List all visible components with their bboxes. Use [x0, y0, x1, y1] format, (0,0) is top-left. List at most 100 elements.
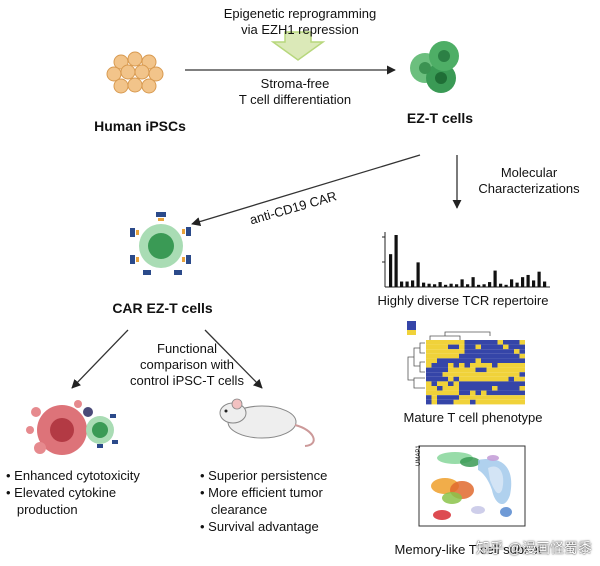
- heatmap-cell: [475, 367, 481, 373]
- heatmap-cell: [470, 358, 476, 363]
- heatmap-cell: [508, 363, 514, 368]
- heatmap-cell: [514, 340, 520, 345]
- heatmap-cell: [497, 399, 503, 405]
- heatmap-cell: [486, 381, 492, 386]
- umap-plot: [418, 445, 526, 527]
- heatmap-cell: [459, 340, 465, 345]
- heatmap-cell: [459, 344, 465, 350]
- heatmap-cell: [514, 363, 520, 368]
- heatmap-cell: [470, 340, 476, 345]
- tcr-bar: [471, 277, 475, 287]
- functional-label-line2: comparison with: [140, 357, 234, 372]
- heatmap-cell: [448, 399, 454, 405]
- heatmap-cell: [503, 395, 509, 400]
- heatmap-cell: [431, 386, 437, 391]
- heatmap-cell: [442, 372, 448, 377]
- heatmap-cell: [508, 340, 514, 345]
- heatmap-cell: [437, 363, 443, 368]
- heatmap-cell: [514, 353, 520, 359]
- heatmap-cell: [486, 399, 492, 405]
- heatmap-cell: [459, 372, 465, 377]
- heatmap-cell: [437, 399, 443, 405]
- heatmap-cell: [481, 390, 487, 396]
- ipsc-cluster-icon: [106, 51, 164, 94]
- heatmap-cell: [448, 349, 454, 354]
- heatmap-cell: [519, 353, 525, 359]
- tcr-bar: [482, 284, 486, 287]
- heatmap-cell: [508, 386, 514, 391]
- heatmap-cell: [514, 381, 520, 386]
- heatmap-cell: [453, 349, 459, 354]
- heatmap-cell: [470, 376, 476, 382]
- heatmap-cell: [431, 358, 437, 363]
- heatmap-cell: [442, 353, 448, 359]
- tcr-bar: [499, 283, 503, 287]
- heatmap-cell: [464, 390, 470, 396]
- heatmap-cell: [492, 372, 498, 377]
- heatmap-cell: [431, 340, 437, 345]
- heatmap-cell: [514, 376, 520, 382]
- heatmap-cell: [508, 353, 514, 359]
- heatmap-cell: [508, 390, 514, 396]
- heatmap-cell: [448, 395, 454, 400]
- tcr-bar: [411, 280, 415, 287]
- heatmap-cell: [442, 399, 448, 405]
- heatmap-cell: [519, 344, 525, 350]
- tcr-bar: [449, 283, 453, 287]
- heatmap-cell: [497, 386, 503, 391]
- heatmap-cell: [459, 386, 465, 391]
- heatmap-cell: [514, 344, 520, 350]
- heatmap-cell: [492, 399, 498, 405]
- heatmap-cell: [442, 386, 448, 391]
- tcr-bar: [488, 282, 492, 287]
- heatmap-cell: [453, 390, 459, 396]
- heatmap-cell: [464, 367, 470, 373]
- heatmap-cell: [519, 376, 525, 382]
- heatmap-cell: [486, 349, 492, 354]
- heatmap-cell: [459, 381, 465, 386]
- tcr-bar: [521, 277, 525, 287]
- stroma-label-line1: Stroma-free: [260, 76, 330, 91]
- heatmap-cell: [492, 340, 498, 345]
- heatmap-cell: [508, 395, 514, 400]
- heatmap-cell: [514, 395, 520, 400]
- stroma-label-line2: T cell differentiation: [238, 92, 352, 107]
- heatmap-cell: [486, 340, 492, 345]
- heatmap-cell: [431, 376, 437, 382]
- tcr-bar: [422, 282, 426, 287]
- epigenetic-label: Epigenetic reprogramming via EZH1 repres…: [195, 6, 405, 38]
- heatmap-cell: [497, 349, 503, 354]
- heatmap-cell: [475, 358, 481, 363]
- heatmap-cell: [519, 386, 525, 391]
- heatmap-cell: [459, 367, 465, 373]
- heatmap-cell: [453, 367, 459, 373]
- heatmap-cell: [442, 395, 448, 400]
- arrow-car-to-cytotoxicity: [71, 329, 129, 389]
- outcome-right-item: • Survival advantage: [200, 519, 319, 534]
- tcr-bar: [444, 284, 448, 287]
- heatmap-cell: [492, 390, 498, 396]
- heatmap-cell: [470, 395, 476, 400]
- tcr-bar: [515, 282, 519, 287]
- tcr-bar: [543, 281, 547, 287]
- car-ez-t-cells-label: CAR EZ-T cells: [112, 300, 213, 316]
- heatmap-cell: [475, 363, 481, 368]
- heatmap-cell: [437, 344, 443, 350]
- heatmap-cell: [448, 390, 454, 396]
- heatmap-cell: [470, 344, 476, 350]
- ez-t-cells-label: EZ-T cells: [406, 110, 474, 126]
- tcr-bar: [427, 283, 431, 287]
- heatmap-cell: [459, 376, 465, 382]
- heatmap-cell: [470, 363, 476, 368]
- heatmap-cell: [481, 340, 487, 345]
- heatmap-cell: [503, 353, 509, 359]
- heatmap-cell: [442, 340, 448, 345]
- hollow-down-arrow: [270, 31, 326, 61]
- heatmap-cell: [431, 349, 437, 354]
- heatmap-cell: [431, 399, 437, 405]
- heatmap-cell: [448, 340, 454, 345]
- heatmap-cell: [464, 395, 470, 400]
- functional-label: Functional comparison with control iPSC-…: [112, 341, 262, 389]
- outcome-left-item: production: [6, 502, 78, 517]
- outcomes-right-list: • Superior persistence • More efficient …: [200, 467, 327, 535]
